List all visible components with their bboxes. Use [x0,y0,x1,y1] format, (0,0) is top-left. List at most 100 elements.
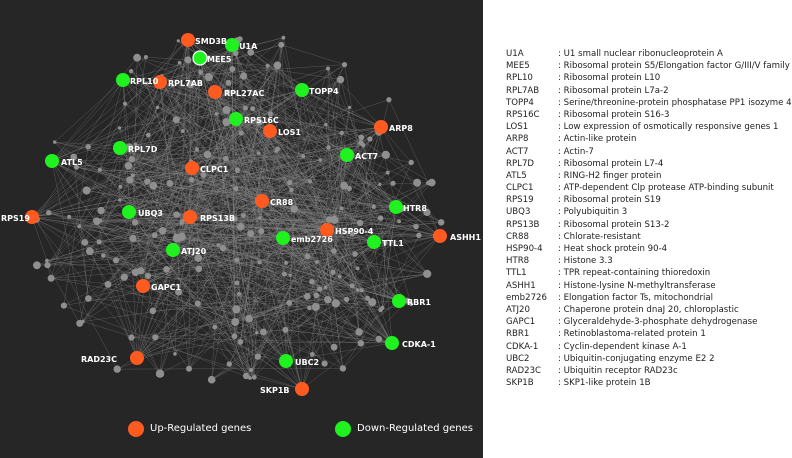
minor-node [122,101,128,106]
minor-node [82,186,91,195]
minor-node [286,300,293,306]
gene-key-code: MEE5 [506,61,530,72]
hub-label: ACT7 [355,152,378,161]
network-edge [82,321,303,390]
gene-key-description: : Polyubiquitin 3 [558,207,628,218]
network-edge [63,131,380,306]
minor-node [257,260,262,265]
minor-node [97,167,102,172]
minor-node [214,112,219,116]
gene-key-row: ARP8: Actin-like protein [506,133,778,145]
minor-node [265,63,270,68]
minor-node [207,375,216,384]
minor-node [240,72,248,80]
minor-node [198,70,203,75]
network-edge [117,368,343,370]
network-edge [136,290,362,359]
network-edge [122,79,246,109]
hub-node-rpl10 [116,73,130,87]
network-edge [79,226,383,309]
minor-node [46,210,52,216]
minor-node [281,35,286,40]
network-edge [136,148,278,359]
network-edge [382,242,386,308]
network-edge [289,182,401,209]
hub-label: UBC2 [295,358,319,367]
network-edge [47,265,80,324]
network-edge [89,57,201,252]
hub-label: CR88 [270,198,294,207]
minor-node [355,266,360,271]
network-edge [237,169,340,278]
minor-node [258,228,265,235]
gene-key-code: ASHH1 [506,280,536,291]
network-edge [31,216,161,374]
network-edge [124,103,193,169]
gene-key-description: : Serine/threonine-protein phosphatase P… [558,97,792,108]
minor-node [339,130,344,136]
minor-node [260,328,267,336]
gene-key-row: RPS19: Ribosomal protein S19 [506,194,778,206]
minor-node [222,118,231,127]
minor-node [76,319,84,327]
minor-node [336,75,345,84]
network-edge [269,130,335,221]
hub-node-rps16c [229,112,243,126]
gene-key-code: U1A [506,49,524,59]
minor-node [241,213,246,218]
gene-key-code: ACT7 [506,146,529,157]
network-edge [380,126,441,237]
hub-node-smd3b [181,33,195,47]
minor-node [222,106,231,114]
network-edge [343,185,428,275]
minor-node [378,307,383,313]
minor-node [324,122,328,127]
network-edge [211,298,368,380]
hub-node-act7 [340,148,354,162]
network-edge [315,306,380,340]
minor-node [177,60,182,65]
network-edge [51,160,130,213]
gene-key-code: RPS13B [506,219,540,230]
minor-node [158,227,167,235]
network-edge [147,275,238,284]
network-edge [235,118,303,390]
network-edge [119,147,192,180]
minor-node [339,206,344,210]
hub-label: RPL7D [128,145,158,154]
minor-node [170,83,175,88]
minor-node [151,232,158,239]
hub-label: LOS1 [278,128,301,137]
minor-node [128,156,135,163]
network-edge [252,108,353,286]
gene-key-description: : Ribosomal protein S13-2 [558,219,670,230]
minor-node [423,208,431,216]
minor-node [343,296,350,303]
network-edge [218,244,373,303]
gene-key-row: CLPC1: ATP-dependent Clp protease ATP-bi… [506,182,778,194]
minor-node [70,153,78,161]
network-edge [327,68,400,302]
network-edge [243,215,287,263]
minor-node [236,223,245,231]
gene-key-code: CR88 [506,231,529,242]
gene-key-row: UBQ3: Polyubiquitin 3 [506,206,778,218]
minor-node [317,286,323,292]
minor-node [130,173,135,178]
hub-label: RPS13B [200,214,235,223]
hub-label: ATJ20 [181,247,207,256]
hub-label: RPL10 [130,77,159,86]
minor-node [402,207,406,211]
network-edge [208,76,271,115]
hub-label: RPS19 [1,214,30,223]
minor-node [93,217,100,224]
network-edge [234,53,236,219]
minor-node [233,186,239,192]
minor-node [408,301,414,307]
minor-node [326,66,330,71]
hub-label: CLPC1 [200,165,229,174]
minor-node [267,111,274,117]
network-edge [243,215,255,378]
